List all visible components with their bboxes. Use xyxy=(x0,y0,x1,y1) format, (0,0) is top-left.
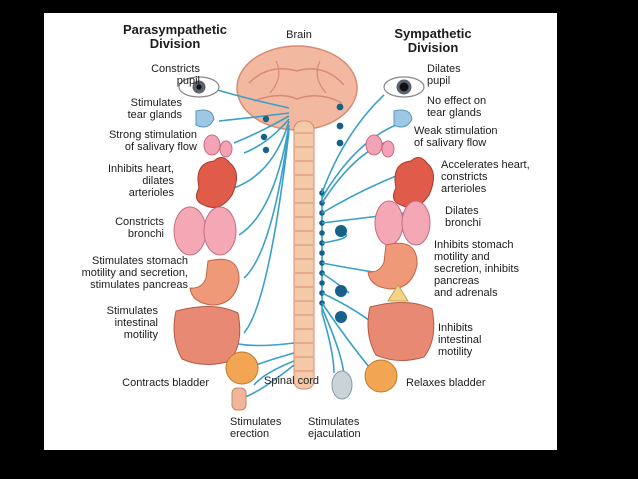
symp-heart-label: Accelerates heart, constricts arterioles xyxy=(441,159,530,195)
para-bladder-label: Contracts bladder xyxy=(122,377,209,389)
symp-intestine-label: Inhibits intestinal motility xyxy=(438,322,482,358)
right-eye-icon xyxy=(383,76,425,98)
spinal-cord xyxy=(293,120,315,390)
sympathetic-heading: Sympathetic Division xyxy=(394,26,472,55)
left-eye-icon xyxy=(178,76,220,98)
symp-salivary-label: Weak stimulation of salivary flow xyxy=(414,125,498,149)
symp-tear-label: No effect on tear glands xyxy=(427,95,487,119)
brain-label: Brain xyxy=(286,29,312,41)
symp-bronchi-label: Dilates bronchi xyxy=(445,205,482,229)
symp-ejaculation-label: Stimulates ejaculation xyxy=(308,416,361,440)
right-salivary-gland-icon xyxy=(365,134,395,158)
symp-stomach-label: Inhibits stomach motility and secretion,… xyxy=(434,239,519,299)
left-heart-icon xyxy=(195,157,237,208)
left-tear-gland-icon xyxy=(195,109,215,128)
right-stomach-icon xyxy=(367,242,418,290)
nervous-system-illustration xyxy=(173,45,435,411)
left-bladder-icon xyxy=(225,351,259,385)
left-lungs-icon xyxy=(173,206,237,256)
right-bladder-icon xyxy=(364,359,398,393)
para-tear-label: Stimulates tear glands xyxy=(127,97,182,121)
right-tear-gland-icon xyxy=(393,109,413,128)
para-pupil-label: Constricts pupil xyxy=(151,63,200,87)
right-heart-icon xyxy=(392,157,434,208)
para-bronchi-label: Constricts bronchi xyxy=(115,216,164,240)
right-lungs-icon xyxy=(374,200,431,246)
para-intestine-label: Stimulates intestinal motility xyxy=(106,305,158,341)
para-stomach-label: Stimulates stomach motility and secretio… xyxy=(81,255,188,291)
parasympathetic-heading: Parasympathetic Division xyxy=(122,22,228,51)
para-salivary-label: Strong stimulation of salivary flow xyxy=(108,129,197,153)
left-intestine-icon xyxy=(173,305,241,365)
spinal-cord-label: Spinal cord xyxy=(264,375,320,387)
right-adrenal-icon xyxy=(387,284,409,302)
parasympathetic-ganglia xyxy=(260,115,270,154)
diagram-panel: Parasympathetic Division Brain Sympathet… xyxy=(44,13,557,450)
left-salivary-gland-icon xyxy=(203,134,233,158)
symp-pupil-label: Dilates pupil xyxy=(427,63,461,87)
sympathetic-collateral-ganglia xyxy=(335,103,347,323)
para-heart-label: Inhibits heart, dilates arterioles xyxy=(107,163,174,199)
right-intestine-icon xyxy=(367,301,435,361)
ejaculation-icon xyxy=(331,370,353,400)
para-erection-label: Stimulates erection xyxy=(230,416,282,440)
left-stomach-icon xyxy=(189,258,240,306)
left-erection-icon xyxy=(231,387,247,411)
symp-bladder-label: Relaxes bladder xyxy=(406,377,486,389)
